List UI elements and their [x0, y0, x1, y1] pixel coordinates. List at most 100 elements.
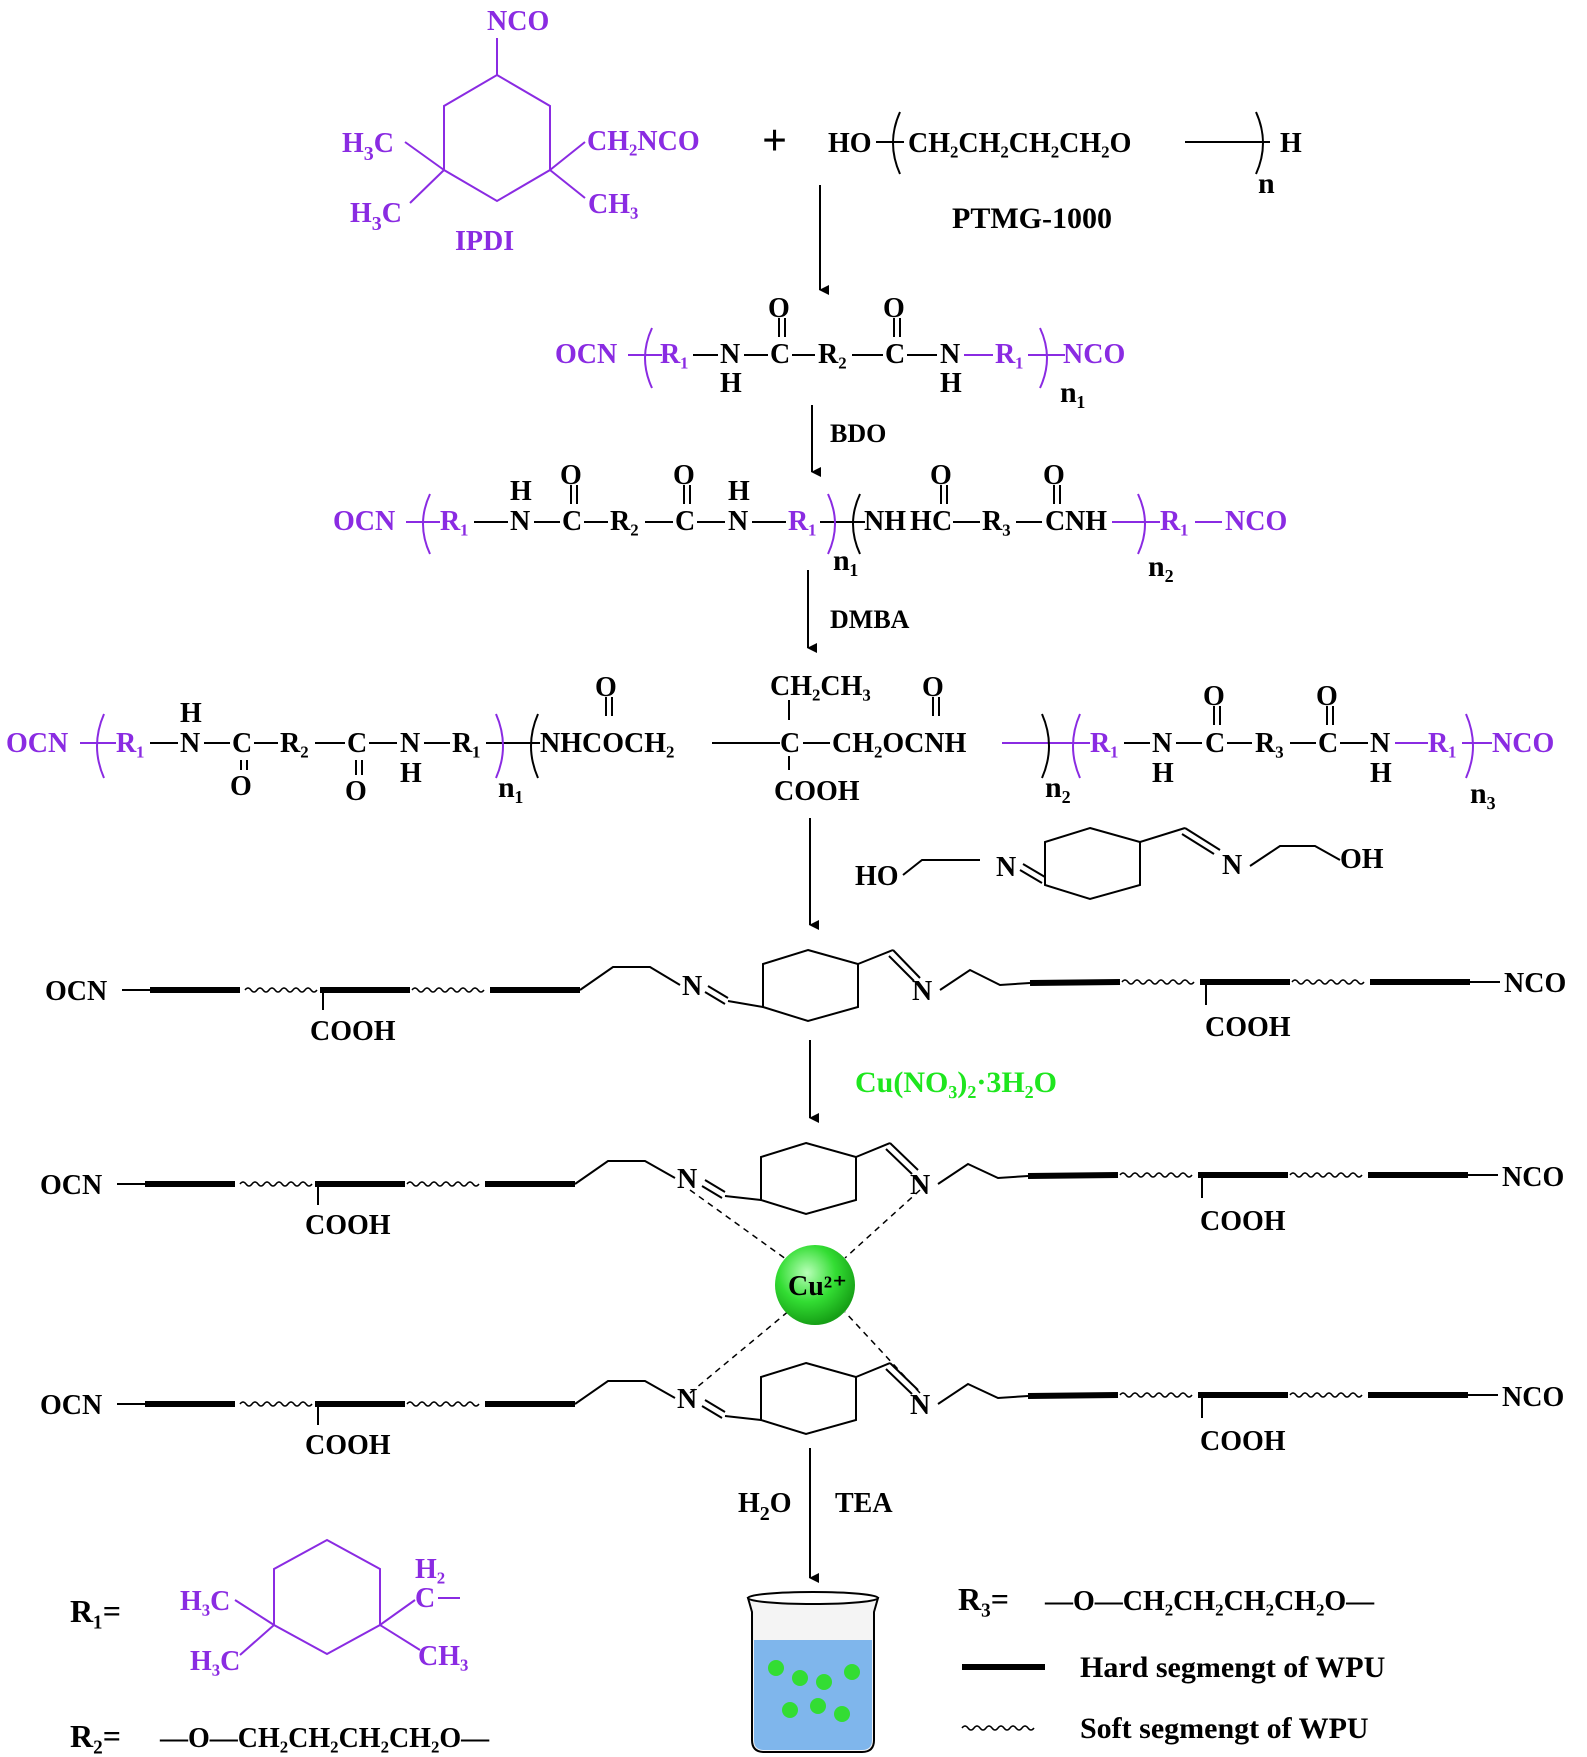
svg-text:n₂: n₂	[1045, 771, 1071, 804]
svg-text:Hard segmengt of WPU: Hard segmengt of WPU	[1080, 1651, 1385, 1684]
beaker-icon	[746, 1591, 880, 1753]
svg-text:NCO: NCO	[1502, 1162, 1564, 1193]
svg-text:C: C	[1318, 728, 1338, 759]
dmba-extended-structure: OCN R₁ N H C O R₂ C O N H R₁ n₁ NHCOCH₂ …	[6, 671, 1554, 810]
svg-text:N: N	[682, 971, 702, 1002]
ipdi-h3c-upper: H3C	[342, 128, 394, 165]
ipdi-ch3: CH₃	[588, 189, 638, 220]
svg-text:N: N	[728, 506, 748, 537]
svg-text:NCO: NCO	[1063, 339, 1125, 370]
legend-r3: R₃= —O—CH₂CH₂CH₂CH₂O—	[958, 1581, 1375, 1617]
svg-text:C: C	[1205, 728, 1225, 759]
svg-text:R₃=: R₃=	[958, 1581, 1009, 1617]
svg-text:H: H	[720, 368, 742, 399]
legend-hard-segment: Hard segmengt of WPU	[962, 1651, 1385, 1684]
svg-text:O: O	[1316, 681, 1338, 712]
reagent-dmba: DMBA	[830, 605, 910, 634]
ptmg-n: n	[1258, 167, 1275, 200]
svg-text:H₂: H₂	[415, 1554, 445, 1585]
reagent-water: H2O	[738, 1488, 792, 1525]
svg-text:N: N	[677, 1384, 697, 1415]
svg-text:—O—CH₂CH₂CH₂CH₂O—: —O—CH₂CH₂CH₂CH₂O—	[1044, 1586, 1375, 1617]
svg-text:COOH: COOH	[774, 776, 860, 807]
svg-text:C: C	[932, 506, 952, 537]
schiff-base-diol: HO N N OH	[855, 826, 1384, 901]
svg-text:COOH: COOH	[305, 1430, 391, 1461]
reagent-tea: TEA	[835, 1488, 893, 1519]
svg-text:N: N	[180, 728, 200, 759]
svg-text:COOH: COOH	[1205, 1012, 1291, 1043]
svg-text:R₁: R₁	[116, 728, 145, 759]
svg-text:R₂: R₂	[818, 339, 847, 370]
svg-text:R₁: R₁	[788, 506, 817, 537]
svg-text:C: C	[562, 506, 582, 537]
cu-ion-sphere	[775, 1245, 855, 1325]
svg-text:O: O	[922, 672, 944, 703]
svg-text:COOH: COOH	[305, 1210, 391, 1241]
svg-text:CH₃: CH₃	[418, 1641, 468, 1672]
ipdi-ch2nco: CH₂NCO	[587, 126, 700, 157]
svg-text:R₁: R₁	[440, 506, 469, 537]
svg-text:N: N	[1222, 850, 1242, 881]
svg-text:NCO: NCO	[1492, 728, 1554, 759]
svg-text:CH₂CH₃: CH₂CH₃	[770, 671, 871, 702]
legend-r2: R₂= —O—CH₂CH₂CH₂CH₂O—	[70, 1718, 490, 1754]
svg-text:N: N	[910, 1170, 930, 1201]
svg-text:n₁: n₁	[498, 771, 524, 804]
svg-text:NCO: NCO	[1504, 968, 1566, 999]
svg-text:R₁=: R₁=	[70, 1593, 121, 1629]
svg-text:C: C	[232, 728, 252, 759]
svg-text:R₁: R₁	[1090, 728, 1119, 759]
svg-text:n₂: n₂	[1148, 550, 1174, 583]
svg-text:OCN: OCN	[6, 728, 68, 759]
wpu-chain-1: OCN COOH N N COOH NCO	[45, 948, 1566, 1047]
svg-text:H: H	[510, 476, 532, 507]
svg-text:COOH: COOH	[310, 1016, 396, 1047]
svg-text:R₁: R₁	[1428, 728, 1457, 759]
chain-extended-structure: OCN R₁ N H C O R₂ C O N H R₁ n₁ NH H C O…	[333, 460, 1287, 583]
svg-text:R₂: R₂	[610, 506, 639, 537]
svg-text:H: H	[180, 698, 202, 729]
svg-text:C: C	[885, 339, 905, 370]
svg-text:OCN: OCN	[45, 976, 107, 1007]
svg-text:R₁: R₁	[1160, 506, 1189, 537]
soft-segment-swatch	[961, 1725, 1035, 1731]
svg-text:OCN: OCN	[333, 506, 395, 537]
svg-text:N: N	[720, 339, 740, 370]
svg-text:OCN: OCN	[40, 1390, 102, 1421]
svg-text:N: N	[400, 728, 420, 759]
reagent-copper-nitrate: Cu(NO₃)₂·3H₂O	[855, 1066, 1057, 1099]
svg-text:OCN: OCN	[40, 1170, 102, 1201]
wpu-chain-lower: OCN COOH N N COOH NCO	[40, 1361, 1564, 1461]
svg-text:O: O	[673, 460, 695, 491]
ipdi-label: IPDI	[455, 226, 514, 257]
svg-text:O: O	[768, 293, 790, 324]
ptmg-ho: HO	[828, 128, 872, 159]
svg-text:C: C	[675, 506, 695, 537]
svg-text:OCN: OCN	[555, 339, 617, 370]
svg-text:NH: NH	[1065, 506, 1107, 537]
svg-text:R₁: R₁	[660, 339, 689, 370]
svg-text:H: H	[940, 368, 962, 399]
svg-text:C: C	[780, 728, 800, 759]
svg-text:NH: NH	[864, 506, 906, 537]
svg-text:H₃C: H₃C	[190, 1646, 240, 1677]
svg-text:n₁: n₁	[833, 544, 859, 577]
legend-soft-segment: Soft segmengt of WPU	[961, 1712, 1369, 1745]
svg-text:N: N	[1370, 728, 1390, 759]
svg-text:C: C	[415, 1583, 435, 1614]
ipdi-structure: NCO H3C H3C CH₂NCO CH₃ IPDI	[342, 6, 700, 257]
svg-text:O: O	[230, 771, 252, 802]
ptmg-structure: HO CH₂CH₂CH₂CH₂O H n PTMG-1000	[828, 111, 1302, 235]
ipdi-ring	[443, 73, 551, 203]
svg-text:N: N	[996, 852, 1016, 883]
reagent-bdo: BDO	[830, 419, 886, 448]
svg-text:O: O	[560, 460, 582, 491]
svg-text:NCO: NCO	[1502, 1382, 1564, 1413]
svg-text:COOH: COOH	[1200, 1206, 1286, 1237]
svg-text:N: N	[677, 1164, 697, 1195]
svg-text:NCO: NCO	[1225, 506, 1287, 537]
svg-text:R₃: R₃	[1255, 728, 1284, 759]
svg-text:n₃: n₃	[1470, 777, 1496, 810]
